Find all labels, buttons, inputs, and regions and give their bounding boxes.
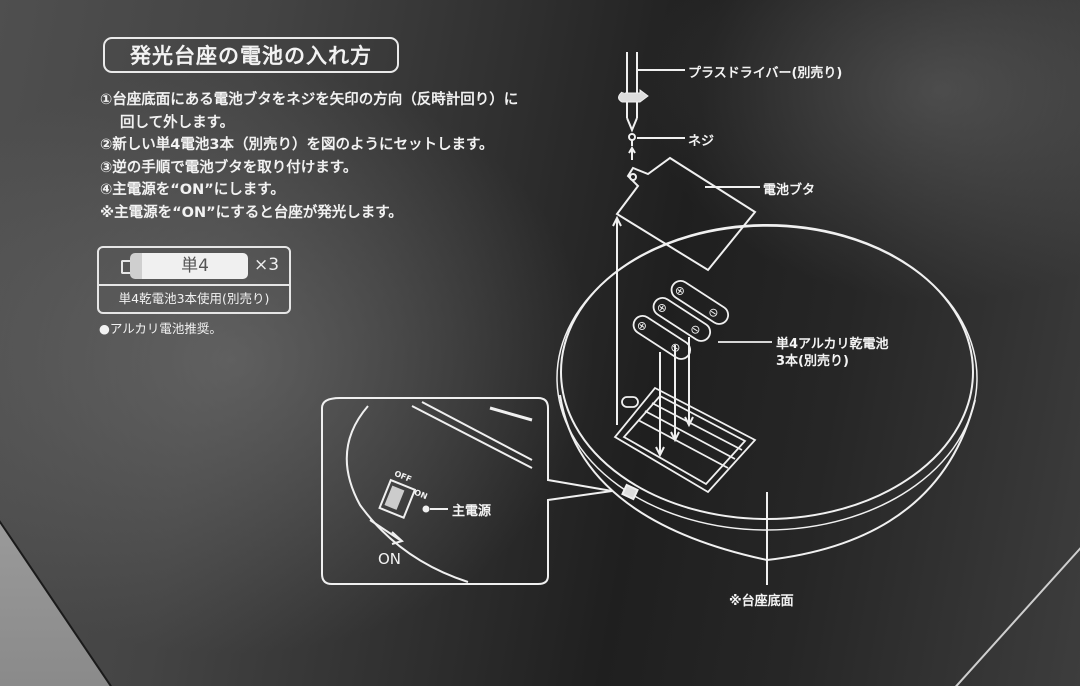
step-3: ③逆の手順で電池ブタを取り付けます。 <box>100 159 358 176</box>
aa-batteries-icon: ⊕ ⊖ ⊕ ⊖ ⊕ ⊖ <box>632 280 772 360</box>
label-main-power: 主電源 <box>452 504 492 519</box>
screwdriver-icon <box>618 52 685 133</box>
label-battery-cover: 電池ブタ <box>763 183 816 198</box>
step-note: ※主電源を“ON”にすると台座が発光します。 <box>100 204 403 221</box>
battery-icon: 単4 <box>130 253 248 279</box>
battery-size-label: 単4 <box>181 256 209 276</box>
label-on-arrow: ON <box>378 550 402 568</box>
battery-caption: 単4乾電池3本使用(別売り) <box>118 291 270 306</box>
label-batteries: 単4アルカリ乾電池 <box>776 337 889 352</box>
screw-icon <box>628 133 685 160</box>
battery-spec-badge: 単4 ×3 単4乾電池3本使用(別売り) <box>97 246 291 314</box>
battery-spec-top: 単4 ×3 <box>99 248 289 286</box>
battery-quantity: ×3 <box>254 255 280 275</box>
alkaline-note: ●アルカリ電池推奨。 <box>99 321 222 336</box>
label-screwdriver: プラスドライバー(別売り) <box>688 66 843 81</box>
step-4: ④主電源を“ON”にします。 <box>100 182 285 198</box>
page-title: 発光台座の電池の入れ方 <box>103 37 399 73</box>
insertion-arrows <box>655 337 694 458</box>
label-screw: ネジ <box>688 134 715 149</box>
battery-terminal-icon <box>121 260 130 274</box>
power-switch-icon <box>378 478 417 519</box>
main-switch-callout <box>321 397 613 585</box>
step-2: ②新しい単4電池3本（別売り）を図のようにセットします。 <box>100 137 494 153</box>
label-batteries-count: 3本(別売り) <box>776 354 849 369</box>
label-base-bottom: ※台座底面 <box>729 594 794 609</box>
instruction-steps: ①台座底面にある電池ブタをネジを矢印の方向（反時計回り）に 回して外します。 ②… <box>100 89 600 224</box>
step-1-continued: 回して外します。 <box>120 114 235 131</box>
battery-cover-icon <box>615 156 760 272</box>
battery-holder-icon <box>613 386 757 494</box>
page-title-text: 発光台座の電池の入れ方 <box>130 44 372 68</box>
step-1: ①台座底面にある電池ブタをネジを矢印の方向（反時計回り）に <box>100 92 519 108</box>
removal-arrows <box>612 215 622 425</box>
